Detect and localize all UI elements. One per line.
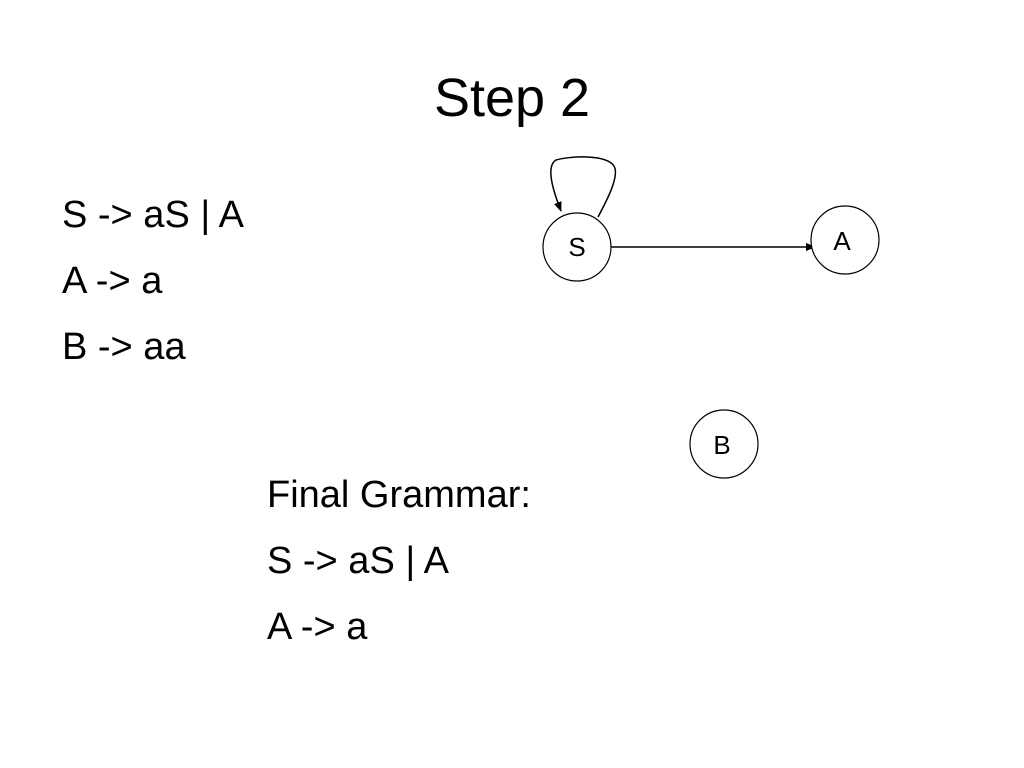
final-grammar-heading: Final Grammar: [267, 474, 531, 516]
node-s-label: S [568, 232, 585, 262]
final-grammar-rule: A -> a [267, 606, 368, 648]
grammar-rules: S -> aS | A A -> a B -> aa [62, 182, 244, 380]
node-b: B [689, 409, 759, 479]
grammar-rule: A -> a [62, 260, 163, 302]
final-grammar-rule: S -> aS | A [267, 540, 450, 582]
node-b-label: B [713, 430, 730, 460]
node-a: A [810, 205, 880, 275]
final-grammar: Final Grammar: S -> aS | A A -> a [267, 462, 531, 660]
grammar-rule: S -> aS | A [62, 194, 245, 236]
final-grammar-rules: S -> aS | A A -> a [267, 528, 531, 660]
node-a-label: A [833, 226, 851, 256]
slide-title: Step 2 [433, 68, 591, 128]
node-s: S [542, 212, 612, 282]
edge-s-self-loop [550, 156, 617, 218]
grammar-rule: B -> aa [62, 326, 186, 368]
